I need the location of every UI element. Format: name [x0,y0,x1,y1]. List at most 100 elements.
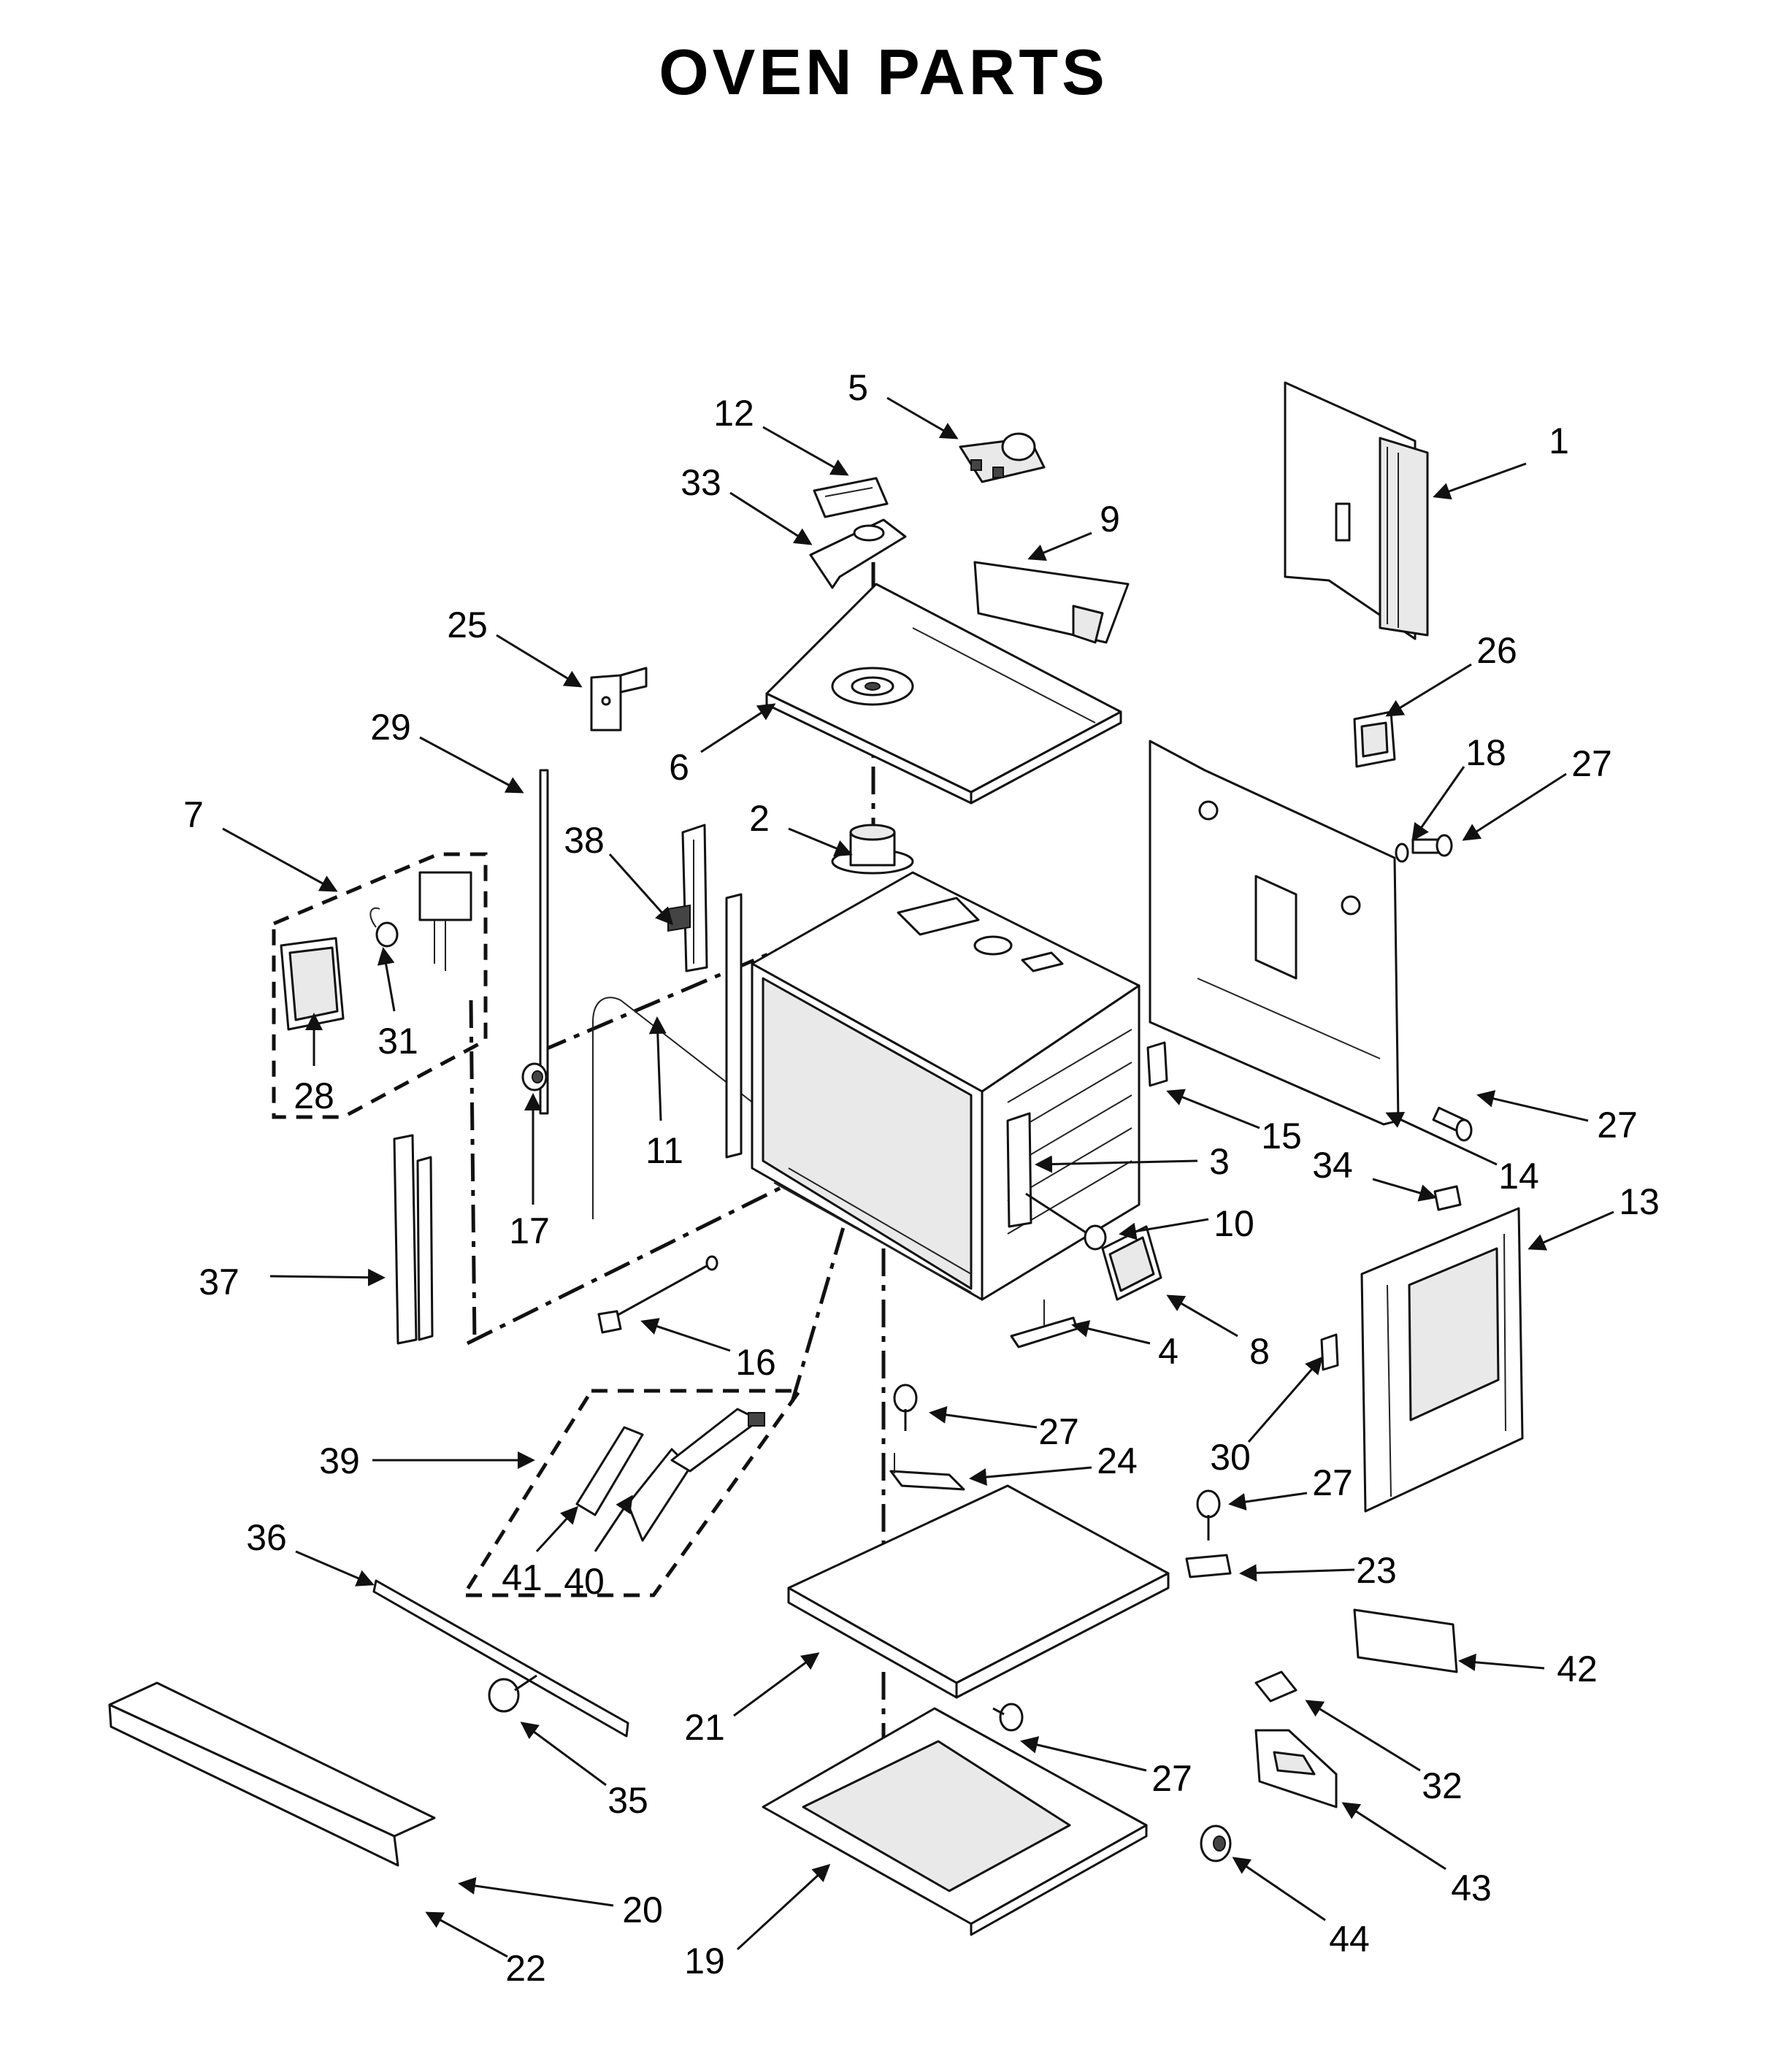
leader-line [1027,532,1092,561]
callout-c41: 41 [502,1505,579,1598]
part-2-convection-motor [831,824,914,875]
part-22-trim-cover [108,1703,399,1867]
callout-number: 39 [319,1440,360,1481]
callout-c6: 6 [669,703,776,788]
callout-c13: 13 [1528,1181,1660,1251]
callout-c39: 39 [319,1440,535,1481]
part-42-cover-plate [1353,1608,1458,1673]
part-6-top-plate [765,583,1122,805]
callout-c11: 11 [645,1016,683,1171]
callout-c10: 10 [1119,1203,1254,1244]
callout-c38: 38 [564,820,674,926]
callout-number: 2 [749,798,770,839]
leader-line [1305,1700,1421,1772]
callout-c44: 44 [1232,1857,1370,1960]
callout-c3: 3 [1035,1141,1230,1182]
callout-c8: 8 [1166,1294,1270,1372]
leader-line [295,1550,375,1586]
part-17-bushing [521,1062,548,1091]
callout-number: 9 [1100,499,1120,540]
callout-c5: 5 [848,367,959,440]
leader-line [535,1505,579,1553]
callout-number: 29 [370,707,411,748]
callout-number: 14 [1498,1156,1539,1197]
part-11-wire [592,997,767,1219]
callout-number: 43 [1451,1868,1492,1908]
callout-number: 25 [447,605,488,645]
callout-number: 12 [713,393,754,434]
part-16-probe [597,1255,718,1334]
callout-number: 27 [1597,1105,1638,1146]
callout-c36: 36 [246,1517,375,1586]
part-29-rod [539,769,549,1115]
leader-line [1247,1356,1323,1443]
callout-c9: 9 [1027,499,1120,561]
part-25-bracket [590,667,648,732]
part-21-bottom-panel [787,1484,1170,1699]
part-18-washer [1395,843,1409,863]
part-36-trim-strip [372,1579,629,1738]
part-27-screw-b [1432,1106,1473,1142]
callout-number: 36 [246,1517,287,1558]
part-3-side-bracket [1006,1112,1032,1228]
callout-c31: 31 [377,947,418,1062]
leader-line [648,1016,667,1121]
leader-line [520,1722,607,1787]
leader-line [1458,1653,1545,1671]
callout-number: 21 [684,1707,725,1748]
part-43-cover [1254,1729,1338,1808]
callout-number: 35 [607,1780,648,1821]
callout-number: 18 [1465,732,1506,773]
callout-number: 27 [1038,1411,1079,1452]
part-44-grommet [1200,1824,1232,1862]
leader-line [1341,1802,1446,1870]
part-27-screw-a [1411,834,1453,857]
callout-number: 16 [735,1342,776,1383]
callout-number: 40 [564,1561,605,1602]
leader-line [594,1494,633,1552]
leader-line [1228,1492,1308,1511]
callout-number: 32 [1422,1765,1463,1806]
part-34-clip [1433,1185,1462,1211]
leader-line [1035,1155,1198,1173]
callout-number: 19 [684,1941,725,1981]
callout-c28: 28 [294,1013,334,1116]
leader-line [1166,1294,1238,1338]
callout-number: 34 [1312,1145,1353,1186]
part-4-bracket [1010,1300,1078,1348]
part-30-bracket [1320,1333,1339,1371]
callout-number: 4 [1158,1331,1178,1372]
callout-c35: 35 [520,1722,648,1821]
part-37-slide-rail [393,1134,434,1345]
callout-c40: 40 [564,1494,633,1602]
leader-line [1433,462,1527,500]
callout-c7: 7 [183,794,338,892]
callout-number: 27 [1151,1758,1192,1799]
callout-c4: 4 [1071,1320,1178,1372]
callout-c15: 15 [1166,1089,1302,1156]
part-27-screw-c [893,1384,918,1431]
part-20-bottom-trim [108,1681,436,1838]
callout-number: 1 [1549,421,1569,461]
leader-line [496,634,583,688]
callout-number: 42 [1557,1649,1598,1689]
leader-line [1476,1090,1589,1122]
callout-c27b: 27 [1476,1090,1638,1146]
callouts: 1234567891011121314151617181920212223242… [183,367,1660,1989]
callout-c27c: 27 [929,1405,1079,1452]
leader-line [269,1268,386,1286]
leader-line [1232,1857,1326,1922]
part-24-bracket [889,1453,965,1491]
leader-line [425,1911,508,1958]
callout-c20: 20 [458,1877,663,1930]
callout-c27d: 27 [1228,1462,1353,1511]
callout-c12: 12 [713,393,849,476]
callout-c32: 32 [1305,1700,1463,1806]
callout-number: 41 [502,1557,543,1598]
callout-number: 31 [377,1021,418,1062]
callout-c29: 29 [370,707,524,794]
callout-c30: 30 [1210,1356,1323,1478]
callout-number: 38 [564,820,605,861]
part-1-side-panel [1284,381,1429,640]
